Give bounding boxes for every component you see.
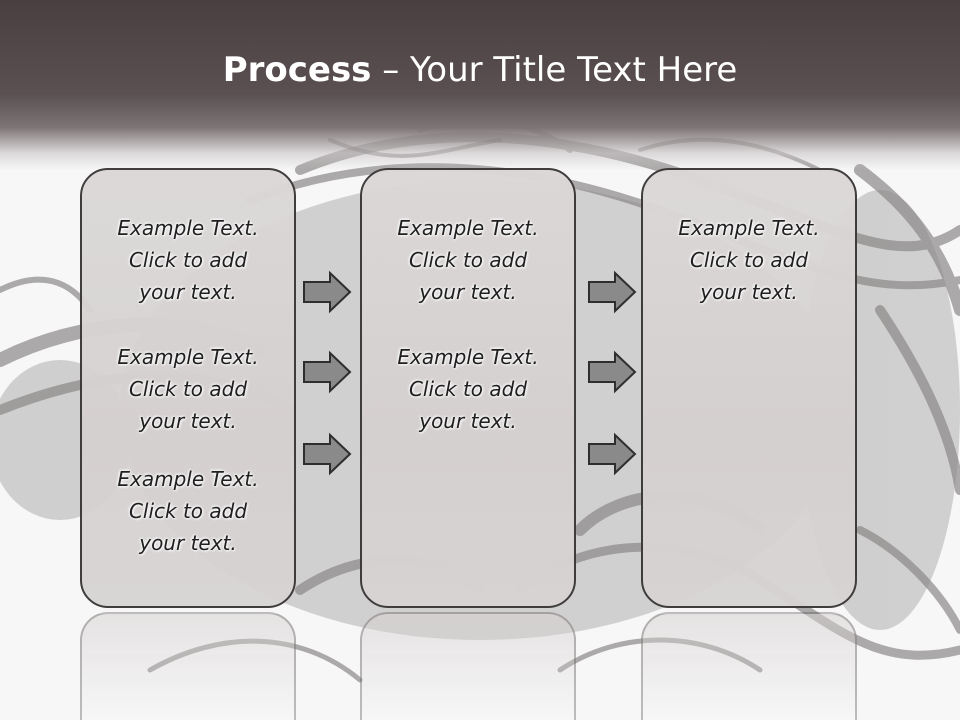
text-placeholder[interactable]: Example Text. Click to add your text. xyxy=(362,341,574,437)
text-line: your text. xyxy=(419,280,517,304)
right-arrow-icon[interactable] xyxy=(587,432,637,476)
text-line: Example Text. xyxy=(397,216,539,240)
text-line: Example Text. xyxy=(117,216,259,240)
process-panel-3[interactable]: Example Text. Click to add your text. xyxy=(641,168,857,608)
right-arrow-icon[interactable] xyxy=(587,350,637,394)
text-placeholder[interactable]: Example Text. Click to add your text. xyxy=(82,341,294,437)
process-panel-2[interactable]: Example Text. Click to add your text. Ex… xyxy=(360,168,576,608)
text-line: Click to add xyxy=(128,248,248,272)
text-line: Click to add xyxy=(689,248,809,272)
text-placeholder[interactable]: Example Text. Click to add your text. xyxy=(82,212,294,308)
panel-reflection xyxy=(360,612,576,720)
panel-reflection xyxy=(641,612,857,720)
right-arrow-icon[interactable] xyxy=(587,270,637,314)
text-line: Example Text. xyxy=(117,345,259,369)
text-line: your text. xyxy=(700,280,798,304)
right-arrow-icon[interactable] xyxy=(302,350,352,394)
text-line: Click to add xyxy=(128,377,248,401)
right-arrow-icon[interactable] xyxy=(302,432,352,476)
text-placeholder[interactable]: Example Text. Click to add your text. xyxy=(82,463,294,559)
text-line: Click to add xyxy=(408,248,528,272)
text-line: your text. xyxy=(139,280,237,304)
text-line: Click to add xyxy=(128,499,248,523)
text-line: your text. xyxy=(139,409,237,433)
text-line: Example Text. xyxy=(117,467,259,491)
text-line: Example Text. xyxy=(397,345,539,369)
text-line: Example Text. xyxy=(678,216,820,240)
right-arrow-icon[interactable] xyxy=(302,270,352,314)
text-line: your text. xyxy=(419,409,517,433)
text-placeholder[interactable]: Example Text. Click to add your text. xyxy=(643,212,855,308)
process-panel-1[interactable]: Example Text. Click to add your text. Ex… xyxy=(80,168,296,608)
text-line: your text. xyxy=(139,531,237,555)
panel-reflection xyxy=(80,612,296,720)
slide-title[interactable]: Process – Your Title Text Here xyxy=(0,50,960,90)
title-band xyxy=(0,0,960,170)
text-placeholder[interactable]: Example Text. Click to add your text. xyxy=(362,212,574,308)
title-rest-part: – Your Title Text Here xyxy=(371,50,738,90)
text-line: Click to add xyxy=(408,377,528,401)
title-bold-part: Process xyxy=(222,50,372,90)
